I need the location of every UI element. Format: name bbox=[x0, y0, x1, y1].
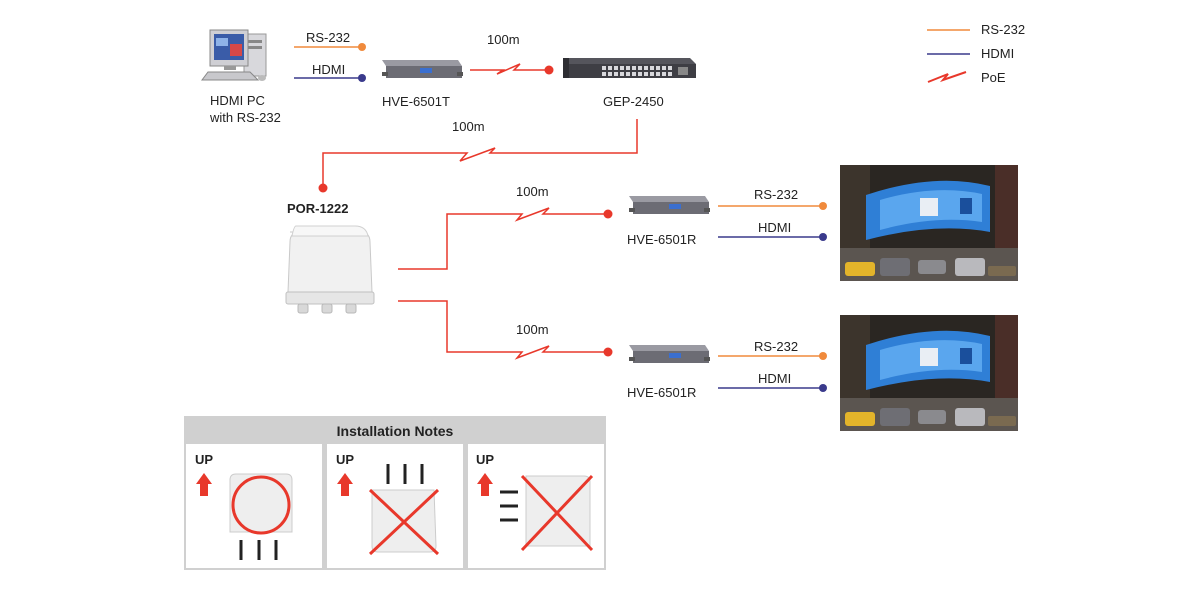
rx2-rs232-endpoint bbox=[819, 352, 827, 360]
rx1-rs232-label: RS-232 bbox=[754, 187, 799, 202]
panel1-up-label: UP bbox=[195, 452, 214, 467]
hve-6501t-device bbox=[382, 60, 463, 78]
por-rx2-distance-label: 100m bbox=[516, 322, 549, 337]
pc-label-line2: with RS-232 bbox=[210, 110, 281, 125]
panel2-up-label: UP bbox=[336, 452, 355, 467]
hve-6501r-device-2 bbox=[629, 345, 710, 363]
install-panel-correct bbox=[196, 473, 293, 560]
legend-poe-bolt bbox=[927, 71, 967, 83]
legend-rs232-label: RS-232 bbox=[981, 22, 1026, 37]
up-arrow-icon bbox=[477, 473, 493, 496]
rx1-hdmi-endpoint bbox=[819, 233, 827, 241]
pc-rs232-label: RS-232 bbox=[306, 30, 351, 45]
rx1-poe-endpoint bbox=[603, 209, 613, 219]
pc-rs232-endpoint bbox=[358, 43, 366, 51]
pc-label-line1: HDMI PC bbox=[210, 93, 265, 108]
transmitter-label: HVE-6501T bbox=[382, 94, 450, 109]
switch-poe-endpoint bbox=[544, 65, 554, 75]
legend-poe-label: PoE bbox=[981, 70, 1006, 85]
switch-label: GEP-2450 bbox=[603, 94, 664, 109]
hdmi-pc-device bbox=[201, 29, 267, 81]
up-arrow-icon bbox=[196, 473, 212, 496]
panel3-up-label: UP bbox=[476, 452, 495, 467]
por-poe-endpoint bbox=[318, 183, 328, 193]
legend-hdmi-label: HDMI bbox=[981, 46, 1015, 61]
rx2-rs232-label: RS-232 bbox=[754, 339, 799, 354]
switch-por-distance-label: 100m bbox=[452, 119, 485, 134]
rx1-rs232-endpoint bbox=[819, 202, 827, 210]
rx2-hdmi-endpoint bbox=[819, 384, 827, 392]
legend bbox=[927, 29, 970, 83]
receiver1-label: HVE-6501R bbox=[627, 232, 697, 247]
pc-hdmi-endpoint bbox=[358, 74, 366, 82]
display-photo-1 bbox=[840, 165, 1018, 281]
por-1222-device bbox=[285, 225, 375, 314]
up-arrow-icon bbox=[337, 473, 353, 496]
display-photo-2 bbox=[840, 315, 1018, 431]
tx-switch-distance-label: 100m bbox=[487, 32, 520, 47]
poe-link-tx-switch bbox=[470, 63, 548, 75]
poe-link-por-rx1 bbox=[398, 207, 607, 270]
installation-notes-box bbox=[184, 416, 606, 570]
rx1-hdmi-label: HDMI bbox=[758, 220, 792, 235]
rx2-poe-endpoint bbox=[603, 347, 613, 357]
hve-6501r-device-1 bbox=[629, 196, 710, 214]
gep-2450-switch-device bbox=[563, 58, 696, 78]
por-label: POR-1222 bbox=[287, 201, 349, 216]
install-panel-incorrect-sideways bbox=[477, 473, 594, 552]
rx2-hdmi-label: HDMI bbox=[758, 371, 792, 386]
install-panel-incorrect-upside-down bbox=[337, 464, 440, 556]
pc-hdmi-label: HDMI bbox=[312, 62, 346, 77]
por-rx1-distance-label: 100m bbox=[516, 184, 549, 199]
poe-link-switch-por bbox=[322, 119, 638, 185]
correct-circle-icon bbox=[231, 475, 291, 535]
receiver2-label: HVE-6501R bbox=[627, 385, 697, 400]
installation-notes-title: Installation Notes bbox=[336, 423, 454, 439]
poe-link-por-rx2 bbox=[398, 300, 607, 360]
